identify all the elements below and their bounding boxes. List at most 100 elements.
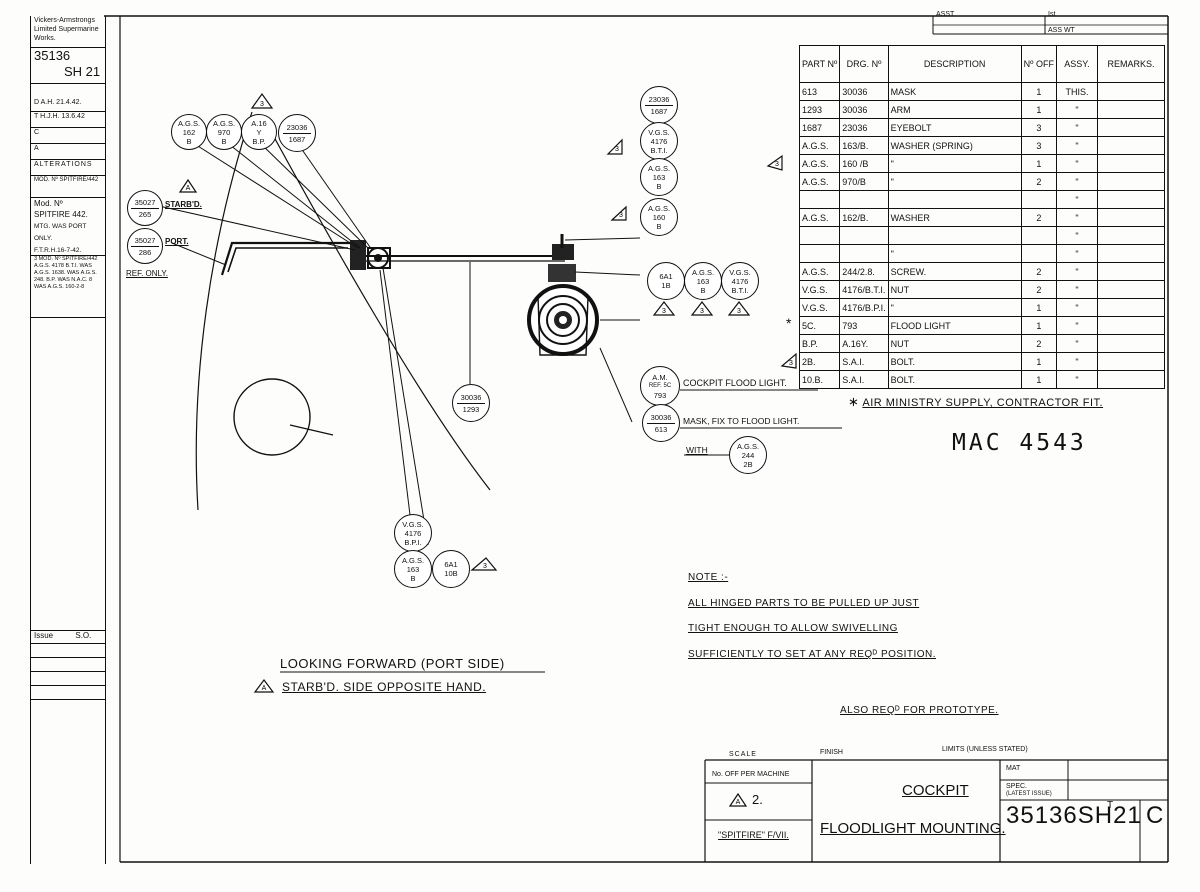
note-line-3: SUFFICIENTLY TO SET AT ANY REQᴰ POSITION… [688,649,937,660]
note-heading: NOTE :- [688,572,729,583]
ass-wt-label: ASS WT [1048,27,1075,34]
revision-triangle: 3 [727,301,751,316]
col-remarks: REMARKS. [1096,45,1166,83]
revision-triangle: 3 [610,205,627,221]
parts-cell-remarks [1096,370,1166,389]
svg-text:3: 3 [737,308,741,315]
limits-label: LIMITS (UNLESS STATED) [942,746,1028,753]
ist-label: Ist [1048,11,1056,18]
mat-label: MAT [1006,765,1021,772]
canopy-left-line [195,111,253,511]
svg-text:3: 3 [789,360,793,367]
row-asterisk-marker: * [786,314,792,331]
revision-triangle: A [253,679,275,693]
strip-issue-label: Issue [34,631,54,640]
parts-table-row: " [798,226,1166,245]
spec-sub-label: (LATEST ISSUE) [1006,791,1052,797]
strip-alt2-line1: SPITFIRE 442. [34,210,88,219]
col-description: DESCRIPTION [887,45,1022,83]
issue-letter: C [1146,802,1164,829]
finish-label: FINISH [820,749,843,756]
strip-alt1: MOD. Nº SPITFIRE/442 [31,176,105,198]
svg-text:3: 3 [619,212,623,219]
parts-cell-part: 10.B. [798,370,841,389]
ref-only-label: REF. ONLY. [126,269,168,278]
strip-approved: A [31,144,105,160]
no-off-label: No. OFF PER MACHINE [712,771,790,778]
no-off-value: 2. [752,792,763,807]
mac-number: MAC 4543 [952,430,1087,456]
asst-label: ASST [936,11,955,18]
strip-alterations-label: ALTERATIONS [31,160,105,176]
parts-table-row: " [798,190,1166,209]
parts-table-header: PART Nº DRG. Nº DESCRIPTION Nº OFF ASSY.… [798,45,1166,83]
company-name: Vickers-Armstrongs Limited Supermarine W… [31,16,105,48]
canopy-right-line [261,114,491,491]
revision-triangle: A [728,792,748,807]
title-line-1: COCKPIT [902,782,969,799]
strip-drawing-no: 35136 [34,48,71,63]
parts-list-table: PART Nº DRG. Nº DESCRIPTION Nº OFF ASSY.… [798,45,1166,389]
also-required-note: ALSO REQᴰ FOR PROTOTYPE. [840,705,999,716]
mask-fix-label: MASK, FIX TO FLOOD LIGHT. [683,416,800,426]
starbd-opposite-note: STARB'D. SIDE OPPOSITE HAND. [282,680,487,694]
revision-triangle: 3 [652,301,676,316]
revision-triangle: 3 [690,301,714,316]
parts-table-row: 2B.S.A.I.BOLT.1" [798,352,1166,371]
strip-alt3: 3 MOD. Nº SPITFIRE/442 A.G.S. 4178 B.T.I… [31,256,105,318]
svg-text:A: A [736,799,741,806]
svg-text:3: 3 [775,161,779,168]
left-title-strip: Vickers-Armstrongs Limited Supermarine W… [30,16,106,864]
aircraft-type: "SPITFIRE" F/VII. [718,830,789,840]
port-label: PORT. [165,237,189,246]
revision-triangle: 3 [606,138,623,155]
col-no-off: Nº OFF [1020,45,1057,83]
strip-alt2-line3: F.T.R.H.16-7-42. [34,247,82,254]
svg-text:A: A [262,685,267,692]
col-part: PART Nº [798,45,841,83]
air-ministry-note: AIR MINISTRY SUPPLY, CONTRACTOR FIT. [862,397,1104,409]
svg-text:A: A [186,185,191,192]
svg-text:3: 3 [615,146,619,153]
strip-traced: T H.J.H. 13.6.42 [31,112,105,128]
revision-triangle: A [178,178,198,193]
revision-triangle: 3 [780,352,797,369]
parts-table-row: V.G.S.4176/B.P.I."1" [798,298,1166,317]
title-line-2: FLOODLIGHT MOUNTING. [820,820,1006,837]
revision-triangle: 3 [470,557,498,571]
svg-text:3: 3 [483,563,487,570]
spec-label: SPEC. [1006,783,1028,790]
parts-cell-drg: 160 /B [839,154,889,173]
parts-table-row: 10.B.S.A.I.BOLT.1" [798,370,1166,389]
strip-sheet: SH 21 [64,64,101,79]
note-line-1: ALL HINGED PARTS TO BE PULLED UP JUST [688,598,920,609]
parts-cell-drg: 4176/B.P.I. [839,298,889,317]
strip-checked: C [31,128,105,144]
parts-table-row: A.G.S.160 /B"1" [798,154,1166,173]
scale-label: SCALE [729,751,757,758]
svg-text:3: 3 [662,308,666,315]
strip-alt2-line2: MTG. WAS PORT ONLY. [34,223,87,242]
strip-alt2-title: Mod. Nº [34,199,63,208]
parts-cell-off: 1 [1020,370,1057,389]
svg-text:3: 3 [260,101,264,108]
